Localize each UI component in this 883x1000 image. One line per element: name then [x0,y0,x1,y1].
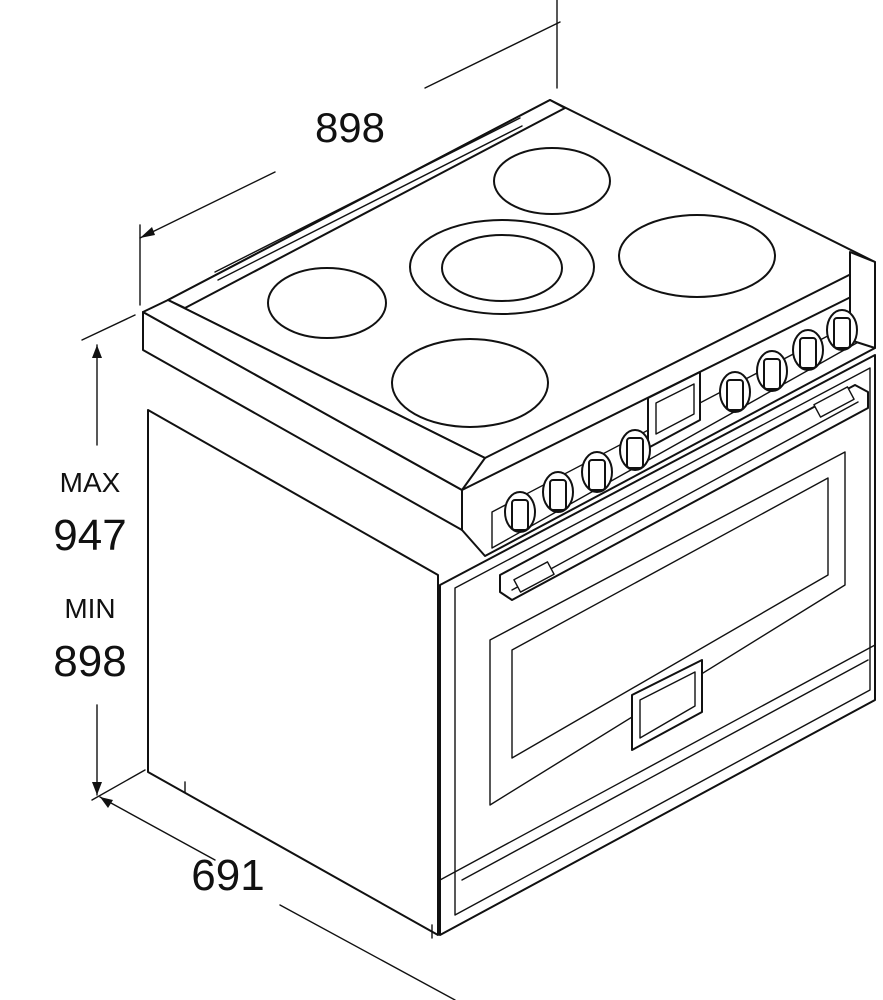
burner-front [391,338,549,428]
knob-5 [719,371,751,413]
control-panel [504,309,858,533]
knob-8 [826,309,858,351]
knob-1 [504,491,536,533]
height-min-value: 898 [53,637,126,686]
knob-2 [542,471,574,513]
oven-door-badge [631,659,703,751]
height-max-label: MAX [60,467,121,498]
display-panel [647,371,701,449]
width-value: 898 [315,104,385,151]
height-min-label: MIN [64,593,115,624]
oven-door-handle [499,384,869,601]
height-max-value: 947 [53,511,126,560]
depth-value: 691 [191,851,264,900]
knob-3 [581,451,613,493]
depth-dimension-line [99,796,456,1000]
knob-7 [792,329,824,371]
burner-right [618,214,776,298]
height-dimension-line [81,314,146,801]
knob-4 [619,429,651,471]
width-dimension-line [139,0,561,306]
burner-left [267,267,387,339]
knob-6 [756,350,788,392]
burner-back-right [493,147,611,215]
hob-burners [267,147,776,428]
burner-center-inner [441,234,563,302]
